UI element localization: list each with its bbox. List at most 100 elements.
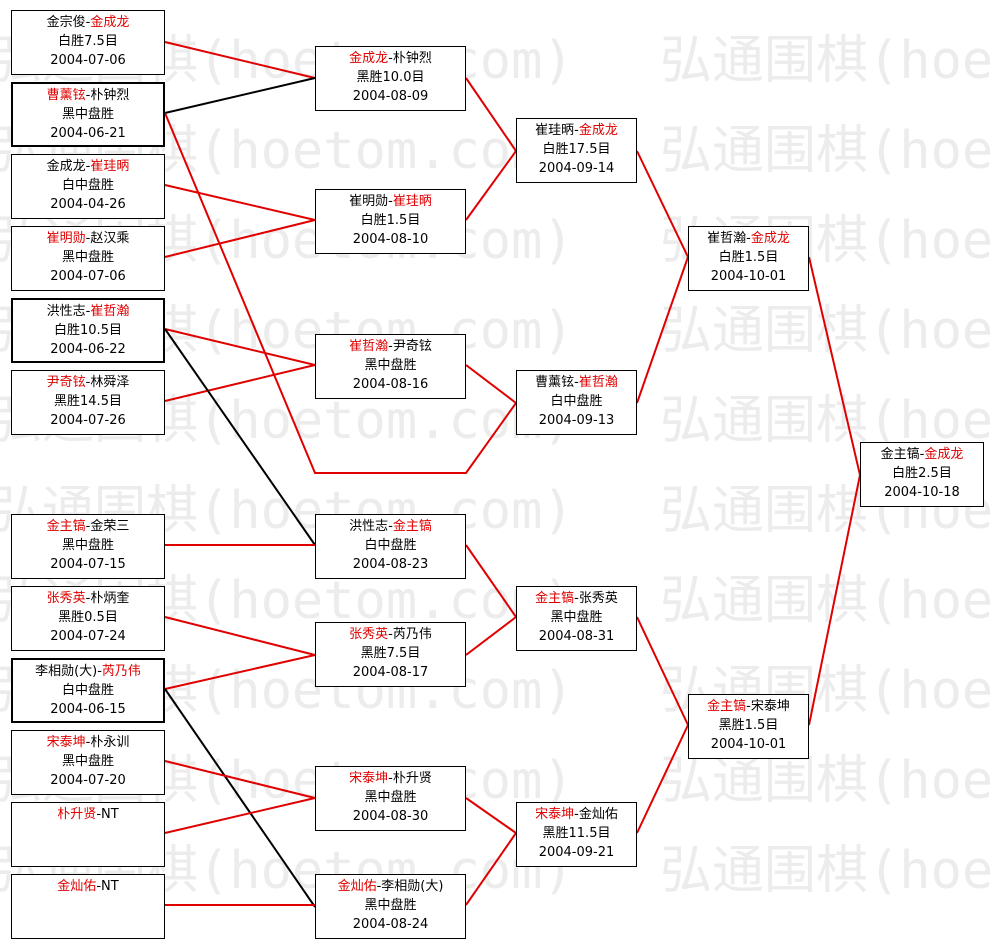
match-date: 2004-07-26: [50, 413, 126, 428]
player-1-name: 金灿佑: [57, 879, 97, 894]
player-2-name: NT: [101, 807, 119, 822]
player-2-name: 宋泰坤: [750, 699, 790, 714]
match-date: 2004-07-06: [50, 53, 126, 68]
match-players: 洪性志-金主镐: [349, 519, 432, 534]
match-box[interactable]: 朴升贤-NT: [11, 802, 165, 867]
match-date: 2004-09-14: [538, 161, 615, 176]
match-box[interactable]: 崔明勋-崔珪昞白胜1.5目 2004-08-10: [315, 189, 466, 254]
match-result: 白中盘胜: [61, 178, 114, 193]
match-date: 2004-07-06: [50, 269, 126, 284]
connector-line: [164, 219, 316, 258]
match-players: 朴升贤-NT: [57, 807, 119, 822]
player-2-name: 朴钟烈: [90, 88, 130, 103]
player-2-name: 崔哲瀚: [90, 304, 130, 319]
match-players: 崔明勋-赵汉乘: [46, 231, 130, 246]
match-date: 2004-10-01: [710, 269, 787, 284]
match-players: 宋泰坤-朴永训: [46, 735, 130, 750]
player-1-name: 李相勋(大): [35, 664, 98, 679]
match-players: 张秀英-朴炳奎: [46, 591, 130, 606]
match-players: 崔哲瀚-金成龙: [707, 231, 790, 246]
match-players: 崔明勋-崔珪昞: [349, 194, 432, 209]
watermark-text: 弘通围棋(hoetom.com): [660, 301, 993, 361]
player-1-name: 宋泰坤: [46, 735, 86, 750]
player-2-name: NT: [101, 879, 119, 894]
player-2-name: 朴炳奎: [90, 591, 130, 606]
connector-line: [808, 256, 861, 476]
match-date: 2004-08-23: [352, 557, 429, 572]
player-1-name: 曹薰铉: [535, 375, 575, 390]
player-2-name: 朴永训: [90, 735, 130, 750]
match-date: 2004-07-24: [50, 629, 126, 644]
connector-line: [164, 184, 316, 221]
player-1-name: 宋泰坤: [535, 807, 575, 822]
player-2-name: 朴升贤: [392, 771, 432, 786]
watermark-text: 弘通围棋(hoetom.com): [660, 841, 993, 901]
match-date: 2004-10-01: [710, 737, 787, 752]
player-2-name: 金成龙: [578, 123, 618, 138]
player-2-name: 崔哲瀚: [578, 375, 618, 390]
match-players: 宋泰坤-朴升贤: [349, 771, 432, 786]
match-date: 2004-08-31: [538, 629, 615, 644]
match-result: 黑胜7.5目: [360, 646, 421, 661]
player-2-name: 金成龙: [90, 15, 130, 30]
match-result: 黑中盘胜: [364, 898, 417, 913]
match-players: 洪性志-崔哲瀚: [46, 304, 130, 319]
match-result: 白胜7.5目: [58, 34, 118, 49]
match-result: 白中盘胜: [364, 538, 417, 553]
connector-line: [164, 364, 316, 402]
player-2-name: 金主镐: [392, 519, 432, 534]
player-2-name: 朴钟烈: [392, 51, 432, 66]
player-1-name: 洪性志: [349, 519, 389, 534]
match-players: 金主镐-张秀英: [535, 591, 618, 606]
match-result: 白胜10.5目: [54, 323, 122, 338]
connector-line: [465, 616, 517, 656]
match-box[interactable]: 金灿佑-NT: [11, 874, 165, 939]
match-date: 2004-08-10: [352, 232, 429, 247]
player-2-name: 金成龙: [750, 231, 790, 246]
player-1-name: 崔哲瀚: [349, 339, 389, 354]
match-date: 2004-09-21: [538, 845, 615, 860]
player-2-name: 金成龙: [924, 447, 964, 462]
match-date: 2004-08-30: [352, 809, 429, 824]
match-result: 白中盘胜: [550, 394, 603, 409]
player-1-name: 洪性志: [46, 304, 86, 319]
watermark-text: 弘通围棋(hoetom.com): [660, 571, 993, 631]
watermark-text: 弘通围棋(hoetom.com): [660, 751, 993, 811]
match-date: 2004-07-15: [50, 557, 126, 572]
connector-line: [636, 616, 689, 726]
player-1-name: 崔珪昞: [535, 123, 575, 138]
watermark-text: 弘通围棋(hoetom.com): [660, 121, 993, 181]
match-date: 2004-08-16: [352, 377, 429, 392]
connector-line: [164, 797, 316, 834]
match-box[interactable]: 洪性志-金主镐白中盘胜 2004-08-23: [315, 514, 466, 579]
player-2-name: 李相勋(大): [381, 879, 444, 894]
match-result: 白胜1.5目: [360, 213, 421, 228]
player-2-name: 金荣三: [90, 519, 130, 534]
connector-line: [164, 616, 316, 656]
connector-line: [164, 654, 316, 690]
match-players: 崔珪昞-金成龙: [535, 123, 618, 138]
match-players: 曹薰铉-崔哲瀚: [535, 375, 618, 390]
